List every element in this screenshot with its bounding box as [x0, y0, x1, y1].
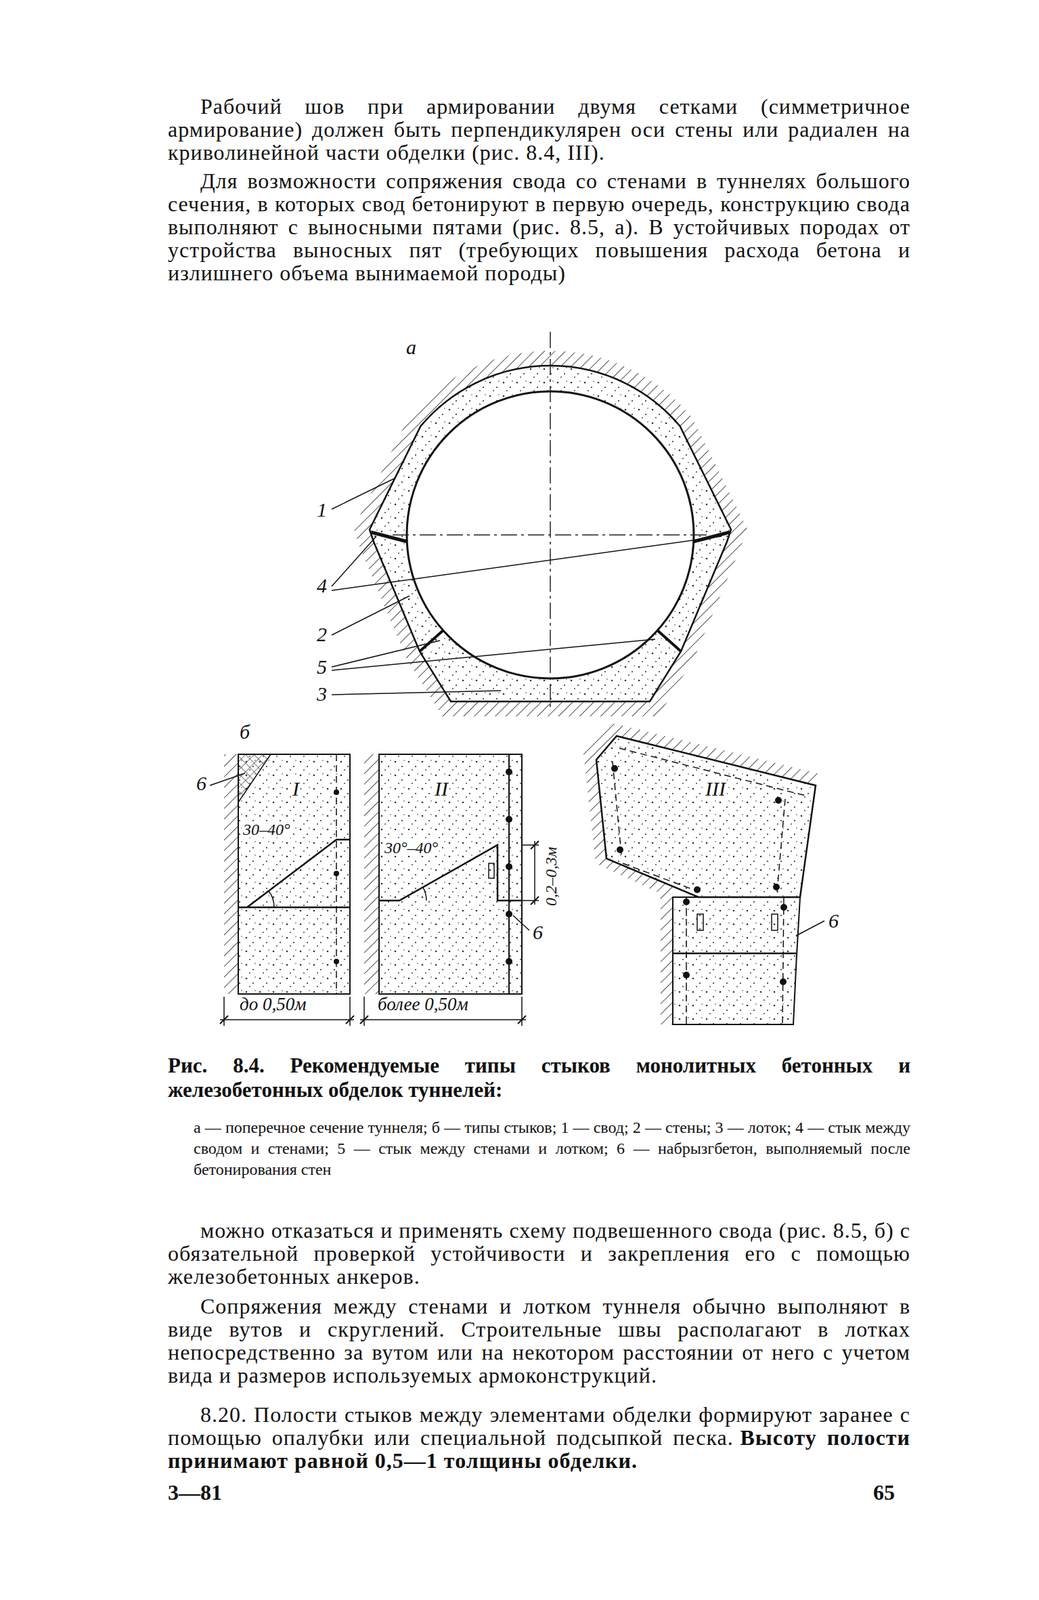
- callout-number: 4: [315, 575, 329, 596]
- joint-type-one: [209, 754, 355, 1026]
- joint-type-number: I: [291, 778, 301, 799]
- body-paragraph: Рабочий шов при армировании двумя сеткам…: [167, 94, 911, 164]
- width-dimension: до 0,50м: [238, 995, 308, 1014]
- joint-type-two: [360, 754, 539, 1026]
- callout-number: 2: [315, 624, 329, 645]
- callout-number: 3: [315, 683, 329, 704]
- body-paragraph: Для возможности сопряжения свода со стен…: [167, 169, 911, 285]
- width-dimension: более 0,50м: [376, 995, 470, 1014]
- panel-letter: б: [238, 721, 252, 742]
- joint-type-three: [583, 722, 825, 1025]
- bold-sentence: Высоту полости принимают равной 0,5—1 то…: [167, 1424, 911, 1473]
- page-number: 65: [873, 1480, 895, 1503]
- figure-caption: Рис. 8.4. Рекомендуемые типы стыков моно…: [167, 1053, 911, 1102]
- body-paragraph: 8.20. Полости стыков между элементами об…: [167, 1402, 911, 1472]
- body-paragraph: Сопряжения между стенами и лотком туннел…: [167, 1294, 911, 1387]
- callout-number: 6: [827, 910, 840, 931]
- joint-type-number: III: [703, 778, 727, 799]
- callout-number: 1: [315, 499, 329, 520]
- signature-mark: 3—81: [167, 1480, 223, 1503]
- caption-legend: а — поперечное сечение туннеля; б — типы…: [193, 1116, 911, 1180]
- callout-number: 5: [315, 656, 329, 677]
- panel-letter: а: [404, 337, 418, 358]
- callout-number: 6: [194, 772, 208, 794]
- body-paragraph: можно отказаться и применять схему подве…: [167, 1218, 911, 1288]
- cross-section: [331, 331, 732, 711]
- angle-dimension: 30–40°: [241, 821, 292, 838]
- callout-number: 6: [531, 921, 545, 943]
- angle-dimension: 30°–40°: [383, 839, 440, 856]
- length-dimension: 0,2–0,3м: [542, 845, 560, 908]
- joint-type-number: II: [433, 778, 450, 799]
